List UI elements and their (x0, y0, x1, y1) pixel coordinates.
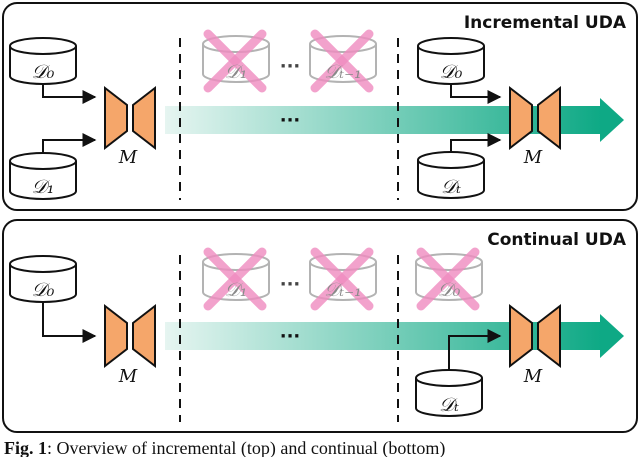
cross-mark (203, 29, 267, 93)
connector-arrow (450, 84, 502, 104)
figure-caption: Fig. 1: Overview of incremental (top) an… (4, 438, 636, 457)
connector-arrow (42, 302, 97, 343)
panel-incremental: Incremental UDA ··· 𝒟₀ 𝒟₁ M 𝒟₁ ··· 𝒟ₜ₋₁ 𝒟₀ 𝒟ₜ M (2, 2, 638, 211)
model-icon (104, 303, 156, 369)
dataset-label: 𝒟₀ (438, 279, 461, 301)
dataset-d0 (9, 37, 77, 85)
cross-mark (310, 29, 374, 93)
cross-mark (310, 247, 374, 311)
dataset-d0 (9, 255, 77, 303)
model-icon (509, 85, 561, 151)
dataset-label: 𝒟ₜ₋₁ (324, 279, 362, 301)
past-dots: ··· (280, 274, 301, 295)
panel-continual: Continual UDA ··· 𝒟₀ M 𝒟₁ ··· 𝒟ₜ₋₁ 𝒟₀ 𝒟ₜ M (2, 219, 638, 433)
dataset-label: 𝒟₁ (225, 279, 248, 301)
dataset-label: 𝒟ₜ₋₁ (324, 61, 362, 83)
model-icon (104, 85, 156, 151)
connector-arrow (42, 84, 97, 104)
model-label: M (118, 366, 138, 387)
panel-frame (2, 2, 638, 211)
connector-arrow (42, 133, 97, 153)
past-dots: ··· (280, 56, 301, 77)
dataset-label: 𝒟₀ (440, 61, 463, 83)
model-label: M (523, 366, 543, 387)
dataset-label: 𝒟ₜ (439, 394, 459, 416)
panel-title: Incremental UDA (464, 13, 627, 33)
model-icon (509, 303, 561, 369)
panel-title: Continual UDA (487, 230, 627, 250)
flow-dots: ··· (280, 326, 301, 347)
dataset-label: 𝒟₀ (32, 279, 55, 301)
model-label: M (523, 147, 543, 168)
dataset-dt (417, 151, 485, 199)
dataset-label: 𝒟₁ (32, 176, 55, 198)
connector-arrow (448, 329, 502, 370)
model-label: M (118, 147, 138, 168)
connector-arrow (450, 133, 502, 152)
flow-dots: ··· (280, 110, 301, 131)
dataset-label: 𝒟₀ (32, 61, 55, 83)
dataset-label: 𝒟ₜ (441, 176, 461, 198)
dataset-d0 (417, 37, 485, 85)
cross-mark (416, 247, 480, 311)
caption-text: : Overview of incremental (top) and cont… (47, 438, 446, 457)
caption-prefix: Fig. 1 (4, 438, 47, 457)
panel-frame (2, 219, 638, 433)
cross-mark (203, 247, 267, 311)
dataset-label: 𝒟₁ (225, 61, 248, 83)
